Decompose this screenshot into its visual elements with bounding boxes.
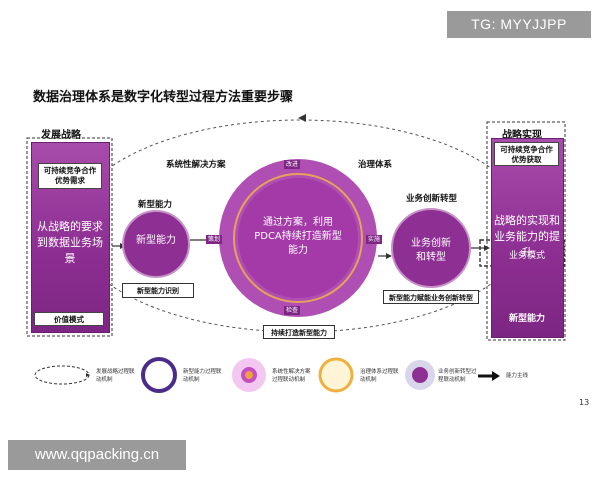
new-capability-circle-text: 新型能力 bbox=[136, 235, 176, 246]
business-innovation-circle-text: 业务创新和转型 bbox=[411, 238, 451, 263]
pdca-tag-act: 改进 bbox=[284, 160, 301, 169]
left-panel-heading: 发展战略 bbox=[41, 130, 81, 141]
governance-system-label: 治理体系 bbox=[358, 160, 393, 170]
legend-text-3: 系统性解决方案过程联动机制 bbox=[272, 369, 311, 383]
legend-text-5: 业务创新转型过程联动机制 bbox=[438, 369, 477, 383]
page-number: 13 bbox=[579, 398, 590, 407]
right-panel-bottom-label: 新型能力 bbox=[508, 314, 545, 324]
systemic-solution-label: 系统性解决方案 bbox=[166, 160, 226, 170]
pdca-tag-do: 实施 bbox=[366, 235, 383, 244]
cycle-arrowhead-top bbox=[298, 114, 306, 122]
page-title: 数据治理体系是数字化转型过程方法重要步骤 bbox=[33, 90, 294, 105]
new-capability-label: 新型能力 bbox=[138, 200, 173, 210]
legend-text-4: 治理体系过程联动机制 bbox=[360, 369, 399, 383]
orange-ring-icon bbox=[318, 357, 354, 393]
legend-text-6: 能力主线 bbox=[506, 373, 529, 379]
left-panel-bottom-label: 价值模式 bbox=[34, 312, 104, 326]
business-model-label: 业务模式 bbox=[508, 251, 545, 261]
business-innovation-circle bbox=[391, 208, 471, 288]
legend-text-1: 发展战略过程联动机制 bbox=[96, 369, 135, 383]
new-capability-circle bbox=[122, 210, 190, 278]
center-circle-text: 通过方案，利用PDCA持续打造新型能力 bbox=[254, 217, 342, 256]
center-circle-caption: 持续打造新型能力 bbox=[263, 325, 335, 339]
right-panel-dashed-outline bbox=[486, 121, 566, 341]
legend-text-2: 新型能力过程联动机制 bbox=[183, 369, 222, 383]
pdca-tag-check: 检查 bbox=[284, 306, 301, 315]
center-circle-inner bbox=[238, 178, 358, 298]
left-panel-top-box: 可持续竞争合作优势需求 bbox=[38, 163, 102, 189]
right-panel bbox=[491, 138, 564, 338]
watermark-bottom: www.qqpacking.cn bbox=[8, 440, 186, 470]
pdca-tag-plan: 策划 bbox=[206, 235, 223, 244]
ring-icon bbox=[141, 357, 177, 393]
business-innovation-label: 业务创新转型 bbox=[406, 194, 458, 204]
new-capability-caption: 新型能力识别 bbox=[122, 283, 194, 298]
dashed-ellipse-icon bbox=[34, 365, 90, 385]
left-panel-dashed-outline bbox=[26, 137, 113, 337]
center-circle-ring bbox=[233, 173, 363, 303]
watermark-top: TG: MYYJJPP bbox=[447, 11, 591, 38]
right-panel-heading: 战略实现 bbox=[502, 130, 542, 141]
right-panel-top-box: 可持续竞争合作优势获取 bbox=[494, 142, 559, 166]
right-panel-main-text: 战略的实现和业务能力的提升 bbox=[494, 214, 560, 259]
business-innovation-caption: 新型能力赋能业务创新转型 bbox=[383, 290, 479, 304]
left-panel-main-text: 从战略的要求到数据业务场景 bbox=[37, 220, 103, 265]
